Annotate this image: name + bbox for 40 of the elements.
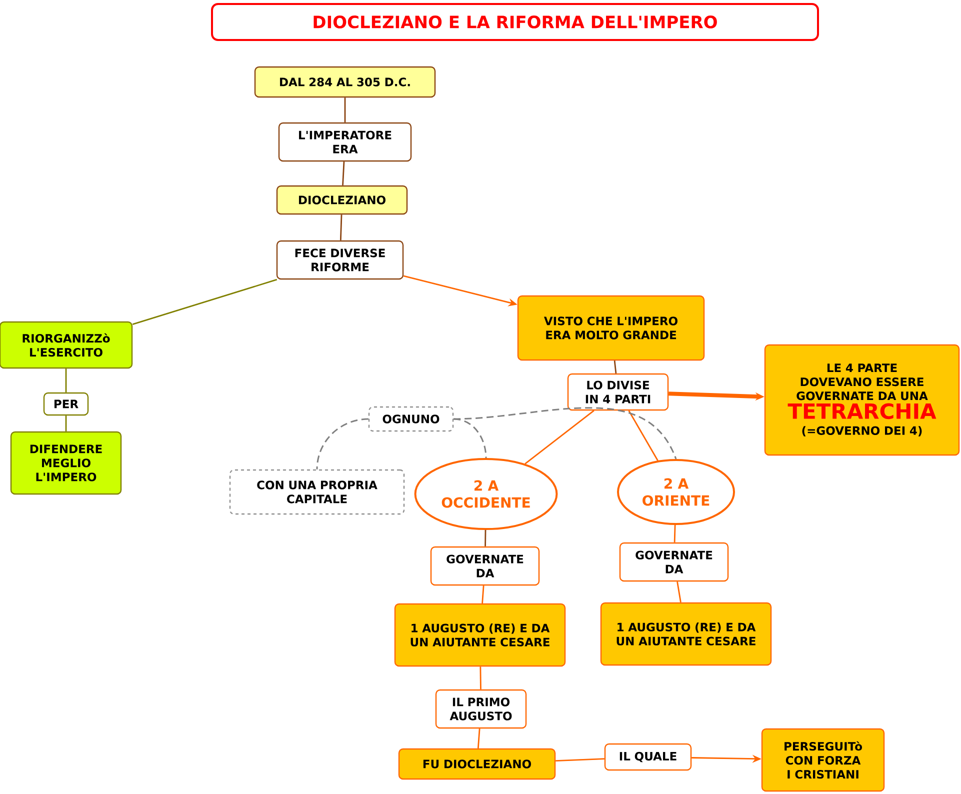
concept-box: PERSEGUITò CON FORZA I CRISTIANI [761, 728, 885, 792]
concept-box: RIORGANIZZò L'ESERCITO [0, 321, 133, 369]
connector [614, 360, 617, 374]
connector [477, 728, 480, 748]
concept-box: VISTO CHE L'IMPERO ERA MOLTO GRANDE [517, 295, 705, 361]
connector [628, 410, 658, 461]
connector [132, 278, 278, 326]
concept-box: GOVERNATE DA [619, 542, 729, 582]
connector [556, 758, 604, 762]
concept-box: FECE DIVERSE RIFORME [276, 240, 404, 280]
concept-box: PER [43, 392, 89, 416]
connector [316, 418, 368, 470]
concept-box: IL PRIMO AUGUSTO [435, 689, 527, 729]
connector [65, 416, 67, 432]
concept-box: DAL 284 AL 305 D.C. [254, 66, 436, 98]
concept-box: CON UNA PROPRIA CAPITALE [229, 469, 405, 515]
concept-box: L'IMPERATORE ERA [278, 122, 412, 162]
connector [524, 410, 594, 464]
concept-box: FU DIOCLEZIANO [398, 748, 556, 780]
connector [342, 162, 345, 186]
connector [484, 530, 486, 546]
connector [674, 524, 676, 542]
connector [344, 98, 346, 122]
connector [482, 586, 484, 604]
connector [65, 368, 67, 392]
concept-box: DIOCLEZIANO [276, 185, 408, 215]
connector [480, 666, 482, 690]
connector [454, 407, 677, 460]
connector [676, 581, 682, 602]
concept-box: LO DIVISE IN 4 PARTI [567, 373, 669, 411]
concept-box: 1 AUGUSTO (RE) E DA UN AIUTANTE CESARE [394, 603, 566, 667]
concept-box: DIFENDERE MEGLIO L'IMPERO [10, 431, 122, 495]
concept-box: GOVERNATE DA [430, 546, 540, 586]
connector [454, 418, 487, 458]
concept-box: OGNUNO [368, 406, 454, 432]
concept-box: 1 AUGUSTO (RE) E DA UN AIUTANTE CESARE [600, 602, 772, 666]
concept-box: LE 4 PARTE DOVEVANO ESSERE GOVERNATE DA UNA TETRARCHIA (=GOVERNO DEI 4) [764, 344, 960, 456]
title: DIOCLEZIANO E LA RIFORMA DELL'IMPERO [211, 3, 819, 41]
connector [340, 214, 342, 240]
concept-box: IL QUALE [604, 743, 692, 771]
